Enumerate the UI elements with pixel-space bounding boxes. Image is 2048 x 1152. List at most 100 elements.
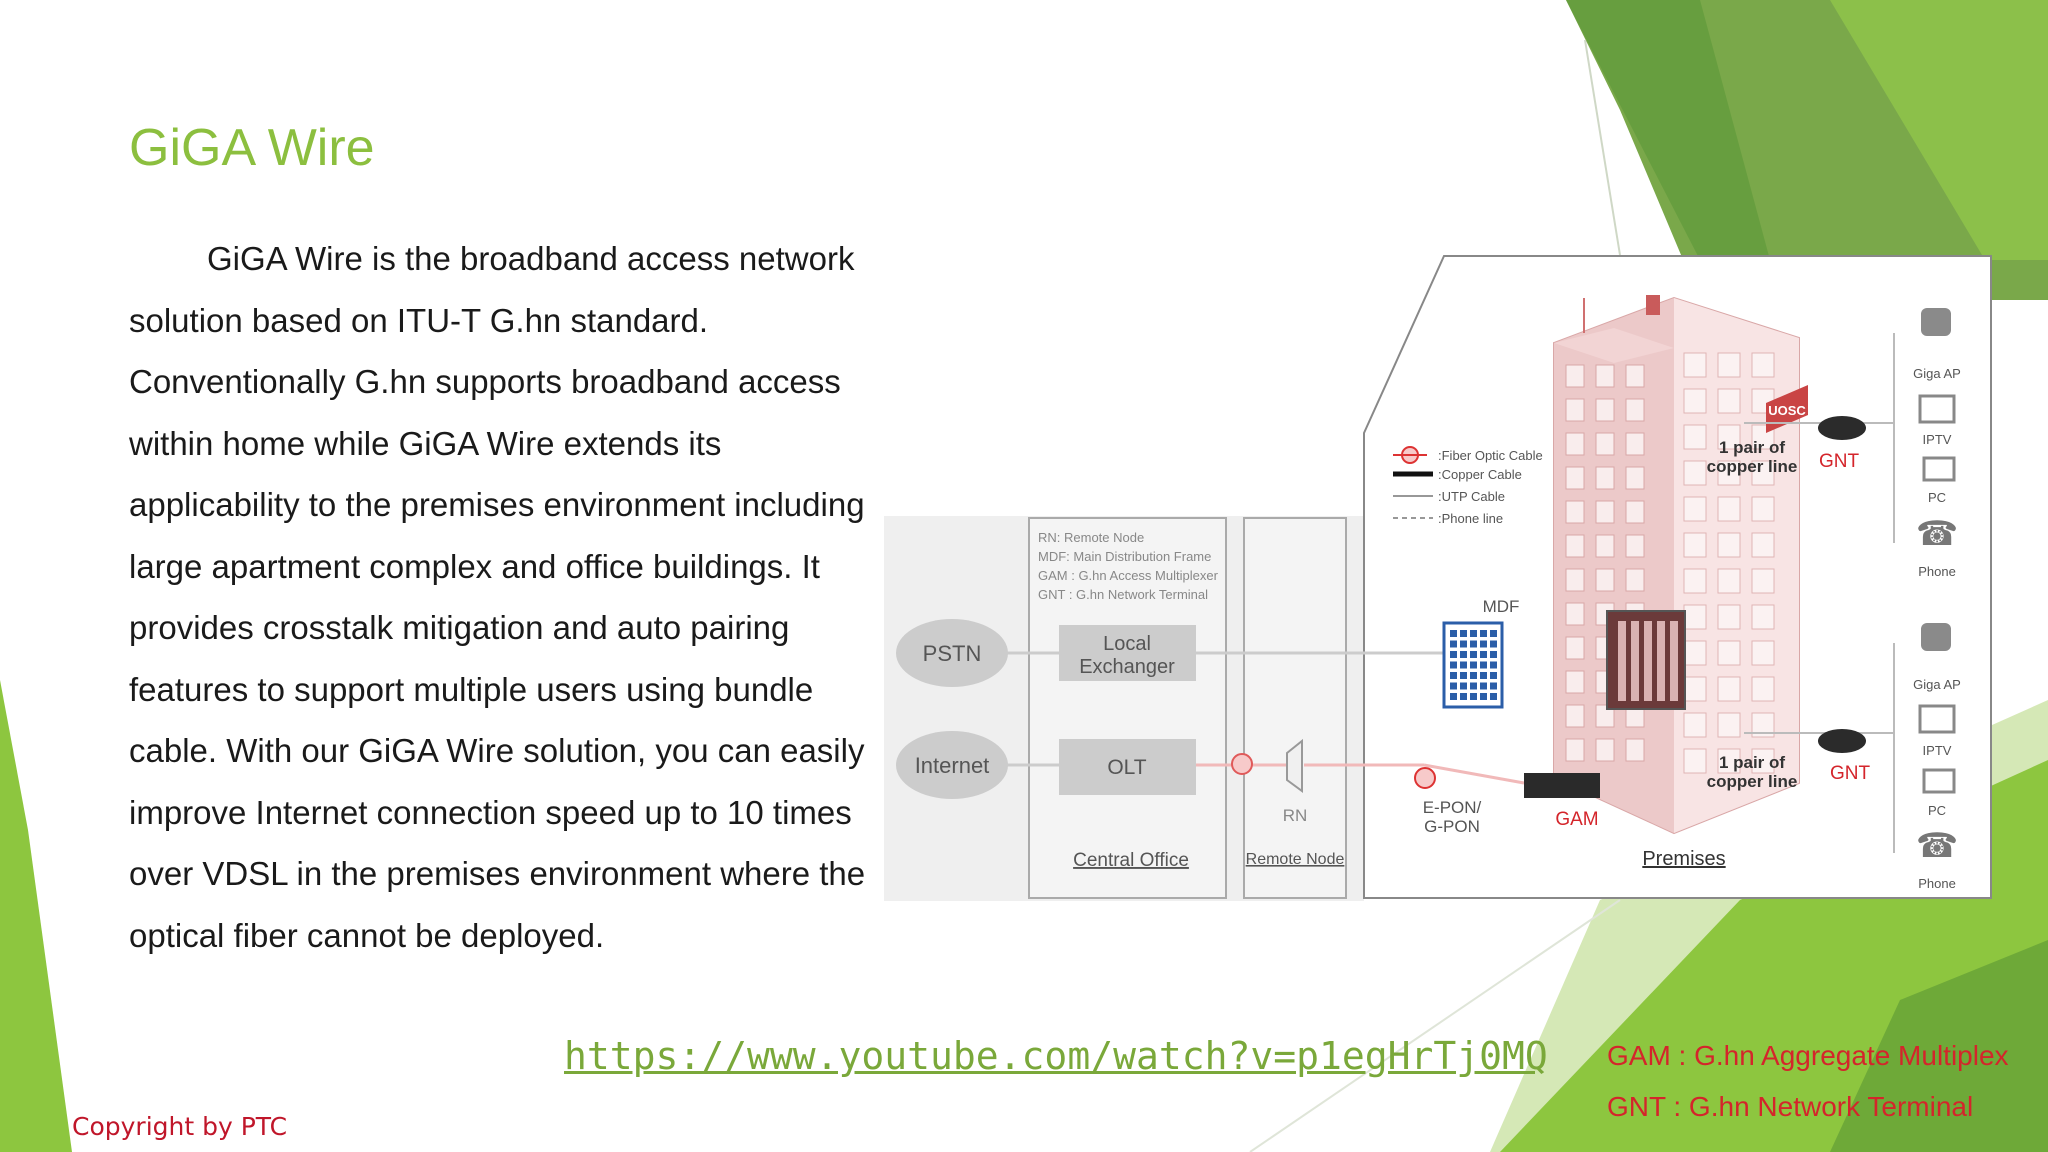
building-window (1595, 500, 1615, 524)
building-window (1717, 460, 1741, 486)
youtube-link[interactable]: https://www.youtube.com/watch?v=p1egHrTj… (564, 1034, 1548, 1078)
building-window (1717, 496, 1741, 522)
building-window (1625, 500, 1645, 524)
building-window (1683, 388, 1707, 414)
legend-copper: :Copper Cable (1438, 467, 1522, 482)
building-window (1683, 352, 1707, 378)
building-window (1751, 712, 1775, 738)
mdf-port (1470, 651, 1477, 658)
building-window (1625, 398, 1645, 422)
mdf-port (1480, 630, 1487, 637)
local-exchanger-box (1059, 625, 1196, 681)
building-window (1751, 532, 1775, 558)
building-window (1625, 466, 1645, 490)
gnt-abbreviation: GNT : G.hn Network Terminal (1607, 1091, 1974, 1122)
building-window (1595, 364, 1615, 388)
network-diagram: RN: Remote Node MDF: Main Distribution F… (884, 255, 1992, 901)
building-window (1683, 496, 1707, 522)
mdf-port (1460, 661, 1467, 669)
diagram-abbr-rn: RN: Remote Node (1038, 530, 1144, 545)
giga-ap-top-label: Giga AP (1913, 366, 1961, 381)
pair-bottom-line1: 1 pair of (1719, 753, 1785, 772)
pair-top-line2: copper line (1707, 457, 1798, 476)
building-window (1565, 398, 1585, 422)
mdf-port (1480, 651, 1487, 658)
pstn-label: PSTN (923, 641, 982, 666)
mdf-port (1460, 640, 1467, 648)
mdf-port (1490, 630, 1497, 637)
building-window (1565, 670, 1585, 694)
building-window (1717, 748, 1741, 774)
giga-ap-bottom-label: Giga AP (1913, 677, 1961, 692)
pair-bottom-line2: copper line (1707, 772, 1798, 791)
building-window (1717, 712, 1741, 738)
building-window (1683, 676, 1707, 702)
green-shape-bottom-dark (1830, 940, 2048, 1152)
internet-node (896, 731, 1008, 799)
mdf-port (1470, 693, 1477, 700)
copyright-text: Copyright by PTC (72, 1112, 288, 1141)
gam-icon (1524, 773, 1600, 798)
building-window (1751, 748, 1775, 774)
pair-top-line1: 1 pair of (1719, 438, 1785, 457)
building-window (1595, 704, 1615, 728)
building-window (1595, 432, 1615, 456)
mdf-port (1460, 682, 1467, 690)
mdf-port (1470, 672, 1477, 679)
diagram-abbr-gnt: GNT : G.hn Network Terminal (1038, 587, 1208, 602)
mdf-port (1470, 630, 1477, 637)
building-window (1717, 352, 1741, 378)
green-shape-top-light (1830, 0, 2048, 260)
pc-bottom-label: PC (1928, 803, 1946, 818)
device-column-top: Giga AP IPTV PC ☎ Phone (1913, 308, 1961, 579)
building-window (1683, 604, 1707, 630)
mdf-port (1490, 672, 1497, 679)
mdf-port (1470, 682, 1477, 690)
building-window (1683, 568, 1707, 594)
legend-phone: :Phone line (1438, 511, 1503, 526)
cable-legend: :Fiber Optic Cable :Copper Cable :UTP Ca… (1393, 446, 1543, 526)
mdf-port (1480, 661, 1487, 669)
local-exchanger-line1: Local (1103, 633, 1151, 655)
iptv-bottom-icon (1918, 704, 1956, 734)
giga-ap-top-icon (1921, 308, 1951, 336)
gnt-top-icon (1818, 416, 1866, 440)
mdf-port (1460, 630, 1467, 637)
legend-utp: :UTP Cable (1438, 489, 1505, 504)
building-window (1595, 568, 1615, 592)
legend-fiber: :Fiber Optic Cable (1438, 448, 1543, 463)
slide-title: GiGA Wire (129, 119, 375, 177)
central-office-box (1028, 517, 1227, 899)
building-window (1595, 398, 1615, 422)
building-window (1625, 568, 1645, 592)
iptv-top-icon (1918, 394, 1956, 424)
mdf-port (1480, 640, 1487, 648)
building-window (1717, 532, 1741, 558)
building-window (1565, 364, 1585, 388)
building-window (1565, 568, 1585, 592)
mdf-port (1480, 682, 1487, 690)
gam-abbreviation: GAM : G.hn Aggregate Multiplex (1607, 1040, 2009, 1071)
premises-label: Premises (1642, 848, 1725, 870)
building-window (1625, 534, 1645, 558)
building-window (1595, 466, 1615, 490)
building-window (1565, 704, 1585, 728)
body-paragraph: GiGA Wire is the broadband access networ… (129, 228, 889, 966)
gnt-bottom-icon (1818, 729, 1866, 753)
building-window (1717, 424, 1741, 450)
building-window (1625, 432, 1645, 456)
building-window (1625, 738, 1645, 762)
building-window (1717, 568, 1741, 594)
mdf-port (1460, 693, 1467, 700)
building-window (1565, 738, 1585, 762)
building-window (1683, 424, 1707, 450)
building-window (1565, 602, 1585, 626)
giga-ap-bottom-icon (1921, 623, 1951, 651)
building-window (1751, 568, 1775, 594)
building-window (1595, 738, 1615, 762)
diagram-abbr-mdf: MDF: Main Distribution Frame (1038, 549, 1211, 564)
green-shape-top-dark (1566, 0, 1770, 260)
phone-bottom-label: Phone (1918, 876, 1956, 891)
gam-label: GAM (1555, 809, 1598, 830)
remote-node-label: Remote Node (1246, 851, 1345, 868)
